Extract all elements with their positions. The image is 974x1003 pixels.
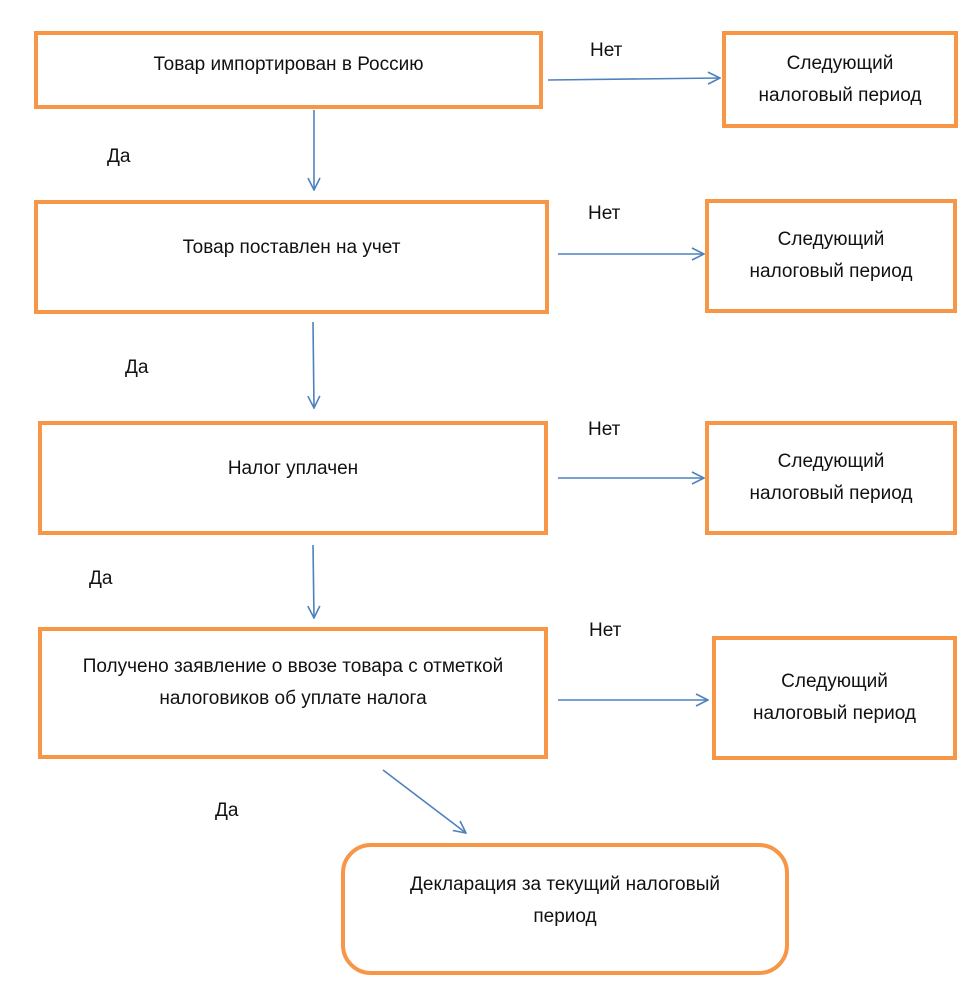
label-no-2: Нет bbox=[588, 203, 621, 224]
side-box-1-line1: Следующий bbox=[786, 52, 894, 74]
label-no-1: Нет bbox=[590, 40, 623, 61]
side-box-4-line2: налоговый период bbox=[753, 703, 916, 724]
label-yes-1: Да bbox=[107, 146, 131, 167]
step-box-application-received: Получено заявление о ввозе товара с отме… bbox=[38, 627, 548, 759]
arrow-no-1 bbox=[547, 78, 720, 80]
side-box-4-line1: Следующий bbox=[781, 671, 888, 692]
side-box-3-line2: налоговый период bbox=[749, 483, 913, 504]
step-text-imported: Товар импортирован в Россию bbox=[153, 54, 424, 75]
final-box-declaration: Декларация за текущий налоговый период bbox=[341, 843, 789, 975]
arrow-yes-3 bbox=[313, 544, 314, 618]
side-box-next-period-1: Следующий налоговый период bbox=[722, 31, 958, 128]
side-box-2-line1: Следующий bbox=[777, 229, 885, 250]
step-text-application-received: Получено заявление о ввозе товара с отме… bbox=[82, 656, 504, 709]
label-yes-4: Да bbox=[215, 800, 239, 821]
label-no-4: Нет bbox=[589, 620, 622, 641]
step-box-registered: Товар поставлен на учет bbox=[34, 200, 549, 314]
side-box-2-line2: налоговый период bbox=[749, 261, 913, 282]
side-box-1-line2: налоговый период bbox=[758, 84, 922, 106]
step-text-registered: Товар поставлен на учет bbox=[182, 237, 401, 258]
side-box-3-line1: Следующий bbox=[777, 451, 885, 472]
arrow-yes-4 bbox=[382, 769, 466, 833]
arrow-yes-2 bbox=[313, 321, 314, 408]
side-box-next-period-3: Следующий налоговый период bbox=[705, 421, 957, 535]
side-box-next-period-4: Следующий налоговый период bbox=[712, 636, 957, 760]
step-box-imported: Товар импортирован в Россию bbox=[34, 31, 543, 109]
final-box-line2: период bbox=[533, 906, 597, 927]
side-box-next-period-2: Следующий налоговый период bbox=[705, 199, 957, 313]
label-no-3: Нет bbox=[588, 419, 621, 440]
step-box-tax-paid: Налог уплачен bbox=[38, 421, 548, 535]
step-text-tax-paid: Налог уплачен bbox=[227, 458, 359, 479]
label-yes-3: Да bbox=[89, 568, 113, 589]
label-yes-2: Да bbox=[125, 357, 149, 378]
final-box-line1: Декларация за текущий налоговый bbox=[410, 874, 720, 895]
